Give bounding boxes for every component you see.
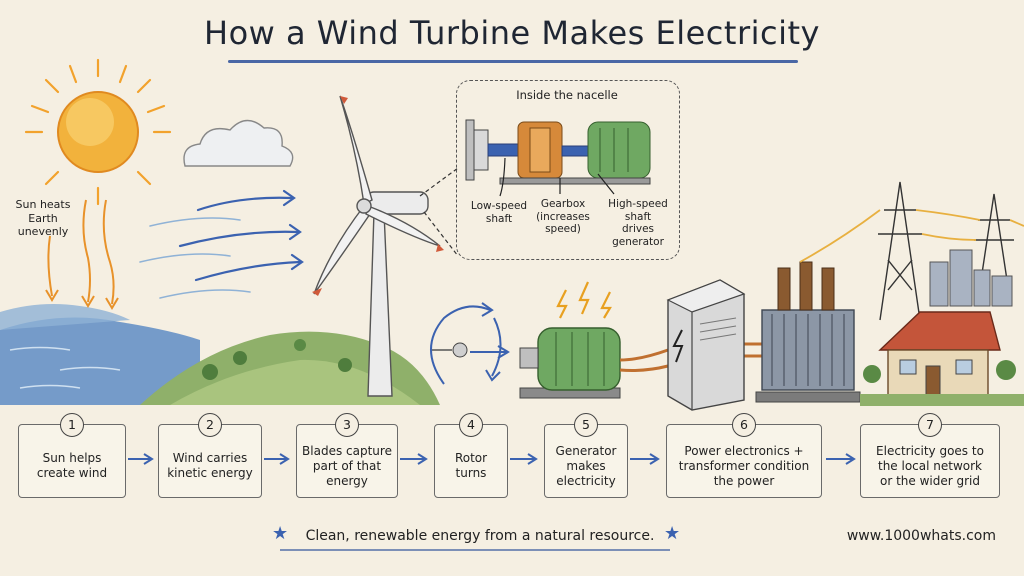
step-6: 6 Power electronics + transformer condit… [666,413,822,498]
step-5: 5 Generator makes electricity [544,413,628,498]
hills [140,331,440,405]
step-7: 7 Electricity goes to the local network … [860,413,1000,498]
power-electronics-cabinet-icon [666,279,746,411]
high-speed-shaft-label: High-speed shaft drives generator [608,198,668,248]
footer-tagline: Clean, renewable energy from a natural r… [305,528,655,544]
wind-turbine-icon [312,95,444,397]
sun-icon [24,58,172,206]
step-text: Electricity goes to the local network or… [876,443,984,488]
nacelle-drivetrain [465,119,651,197]
step-number: 1 [60,413,84,437]
wind-arrows [139,189,304,299]
star-icon: ★ [664,523,681,544]
step-number: 2 [198,413,222,437]
footer-underline [280,549,670,551]
step-text: Blades capture part of that energy [302,443,392,488]
gearbox-label: Gearbox (increases speed) [536,198,590,235]
sea [0,304,200,405]
transformer-icon [755,261,861,403]
step-number: 4 [459,413,483,437]
sun-label: Sun heats Earth unevenly [15,198,71,238]
cloud-icon [183,119,294,167]
website-link[interactable]: www.1000whats.com [846,528,996,544]
step-2: 2 Wind carries kinetic energy [158,413,262,498]
step-number: 5 [574,413,598,437]
step-text: Power electronics + transformer conditio… [678,443,810,488]
house-icon [860,311,1024,406]
step-number: 3 [335,413,359,437]
step-text: Generator makes electricity [555,443,617,488]
step-number: 7 [918,413,942,437]
nacelle-inset [456,80,680,260]
city-buildings-icon [929,249,1013,307]
title-underline [228,60,798,63]
heat-ray-arrows [45,199,119,310]
nacelle-title: Inside the nacelle [516,88,618,102]
step-text: Rotor turns [454,451,488,480]
step-number: 6 [732,413,756,437]
step-text: Sun helps create wind [36,451,108,480]
step-3: 3 Blades capture part of that energy [296,413,398,498]
flow-arrows [128,453,856,465]
step-text: Wind carries kinetic energy [167,451,253,480]
generator-icon [519,281,621,399]
low-speed-shaft-label: Low-speed shaft [470,200,528,225]
step-1: 1 Sun helps create wind [18,413,126,498]
page-title: How a Wind Turbine Makes Electricity [204,14,820,52]
rotor-rotation-icon [430,302,510,385]
star-icon: ★ [272,523,289,544]
nacelle-connector [419,167,459,257]
transmission-towers-icon [799,181,1024,321]
step-4: 4 Rotor turns [434,413,508,498]
